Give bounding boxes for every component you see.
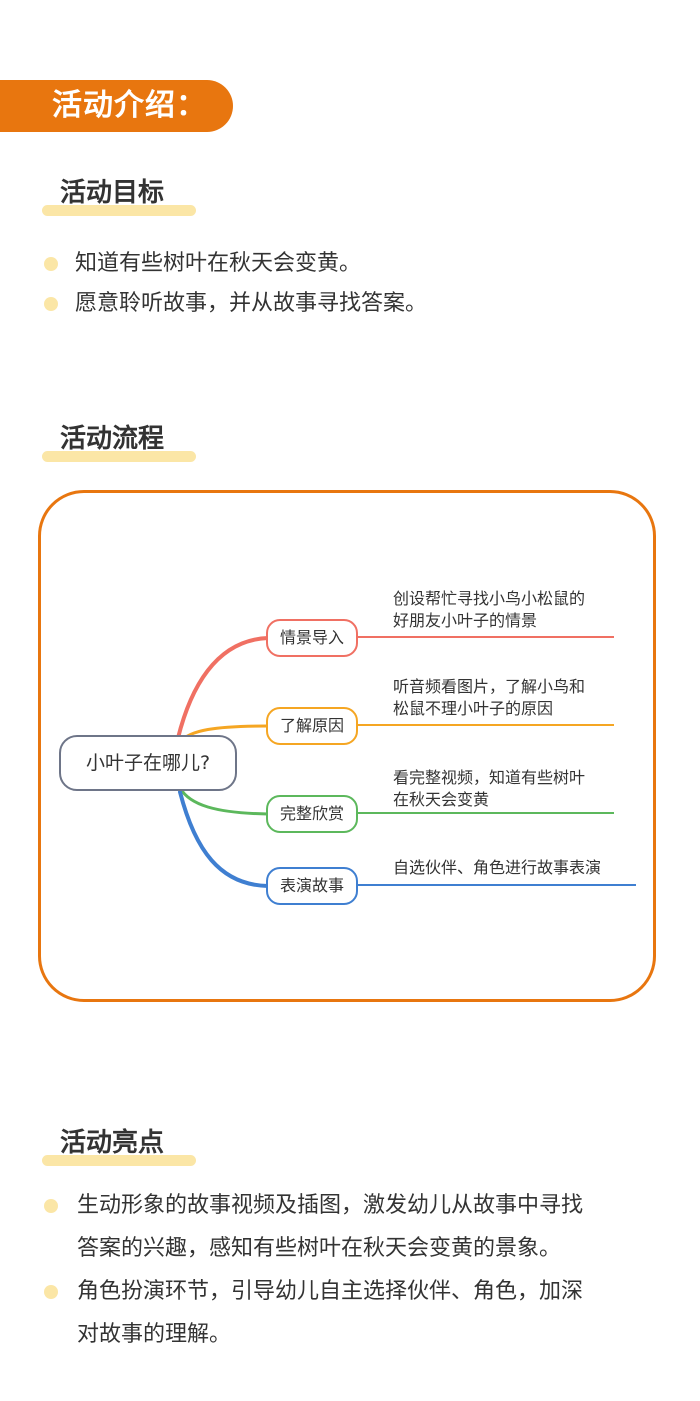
branch-description-4: 自选伙伴、角色进行故事表演 <box>393 858 602 877</box>
connector-branch-1 <box>176 636 270 740</box>
branch-node-1: 情景导入 <box>266 619 358 657</box>
heading-highlight <box>42 1155 196 1166</box>
mindmap-root-node: 小叶子在哪儿? <box>59 735 237 791</box>
list-item: 愿意聆听故事，并从故事寻找答案。 <box>42 284 672 324</box>
list-item: 知道有些树叶在秋天会变黄。 <box>42 244 672 284</box>
heading-highlight <box>42 451 196 462</box>
process-title: 活动流程 <box>60 424 165 454</box>
branch-description-3: 看完整视频，知道有些树叶 在秋天会变黄 <box>393 768 586 809</box>
highlights-heading: 活动亮点 <box>42 1126 196 1166</box>
highlights-title: 活动亮点 <box>60 1128 165 1158</box>
bullet-dot-icon <box>44 297 58 311</box>
branch-node-3: 完整欣赏 <box>266 795 358 833</box>
list-item: 生动形象的故事视频及插图，激发幼儿从故事中寻找 答案的兴趣，感知有些树叶在秋天会… <box>42 1184 672 1270</box>
list-item: 角色扮演环节，引导幼儿自主选择伙伴、角色，加深 对故事的理解。 <box>42 1270 672 1356</box>
bullet-dot-icon <box>44 1199 58 1213</box>
connector-branch-3 <box>178 786 270 816</box>
branch-description-2: 听音频看图片，了解小鸟和 松鼠不理小叶子的原因 <box>393 677 586 718</box>
branch-description-1: 创设帮忙寻找小鸟小松鼠的 好朋友小叶子的情景 <box>393 589 586 630</box>
goals-list: 知道有些树叶在秋天会变黄。 愿意聆听故事，并从故事寻找答案。 <box>42 244 672 324</box>
section-banner: 活动介绍： <box>0 80 233 132</box>
heading-highlight <box>42 205 196 216</box>
bullet-dot-icon <box>44 1285 58 1299</box>
goals-title: 活动目标 <box>60 178 165 208</box>
bullet-dot-icon <box>44 257 58 271</box>
branch-node-4: 表演故事 <box>266 867 358 905</box>
connector-branch-4 <box>178 790 270 888</box>
process-mindmap-frame <box>38 490 656 1002</box>
banner-title: 活动介绍： <box>52 88 207 123</box>
goals-heading: 活动目标 <box>42 176 196 216</box>
process-heading: 活动流程 <box>42 422 196 462</box>
highlights-list: 生动形象的故事视频及插图，激发幼儿从故事中寻找 答案的兴趣，感知有些树叶在秋天会… <box>42 1184 672 1356</box>
branch-node-2: 了解原因 <box>266 707 358 745</box>
